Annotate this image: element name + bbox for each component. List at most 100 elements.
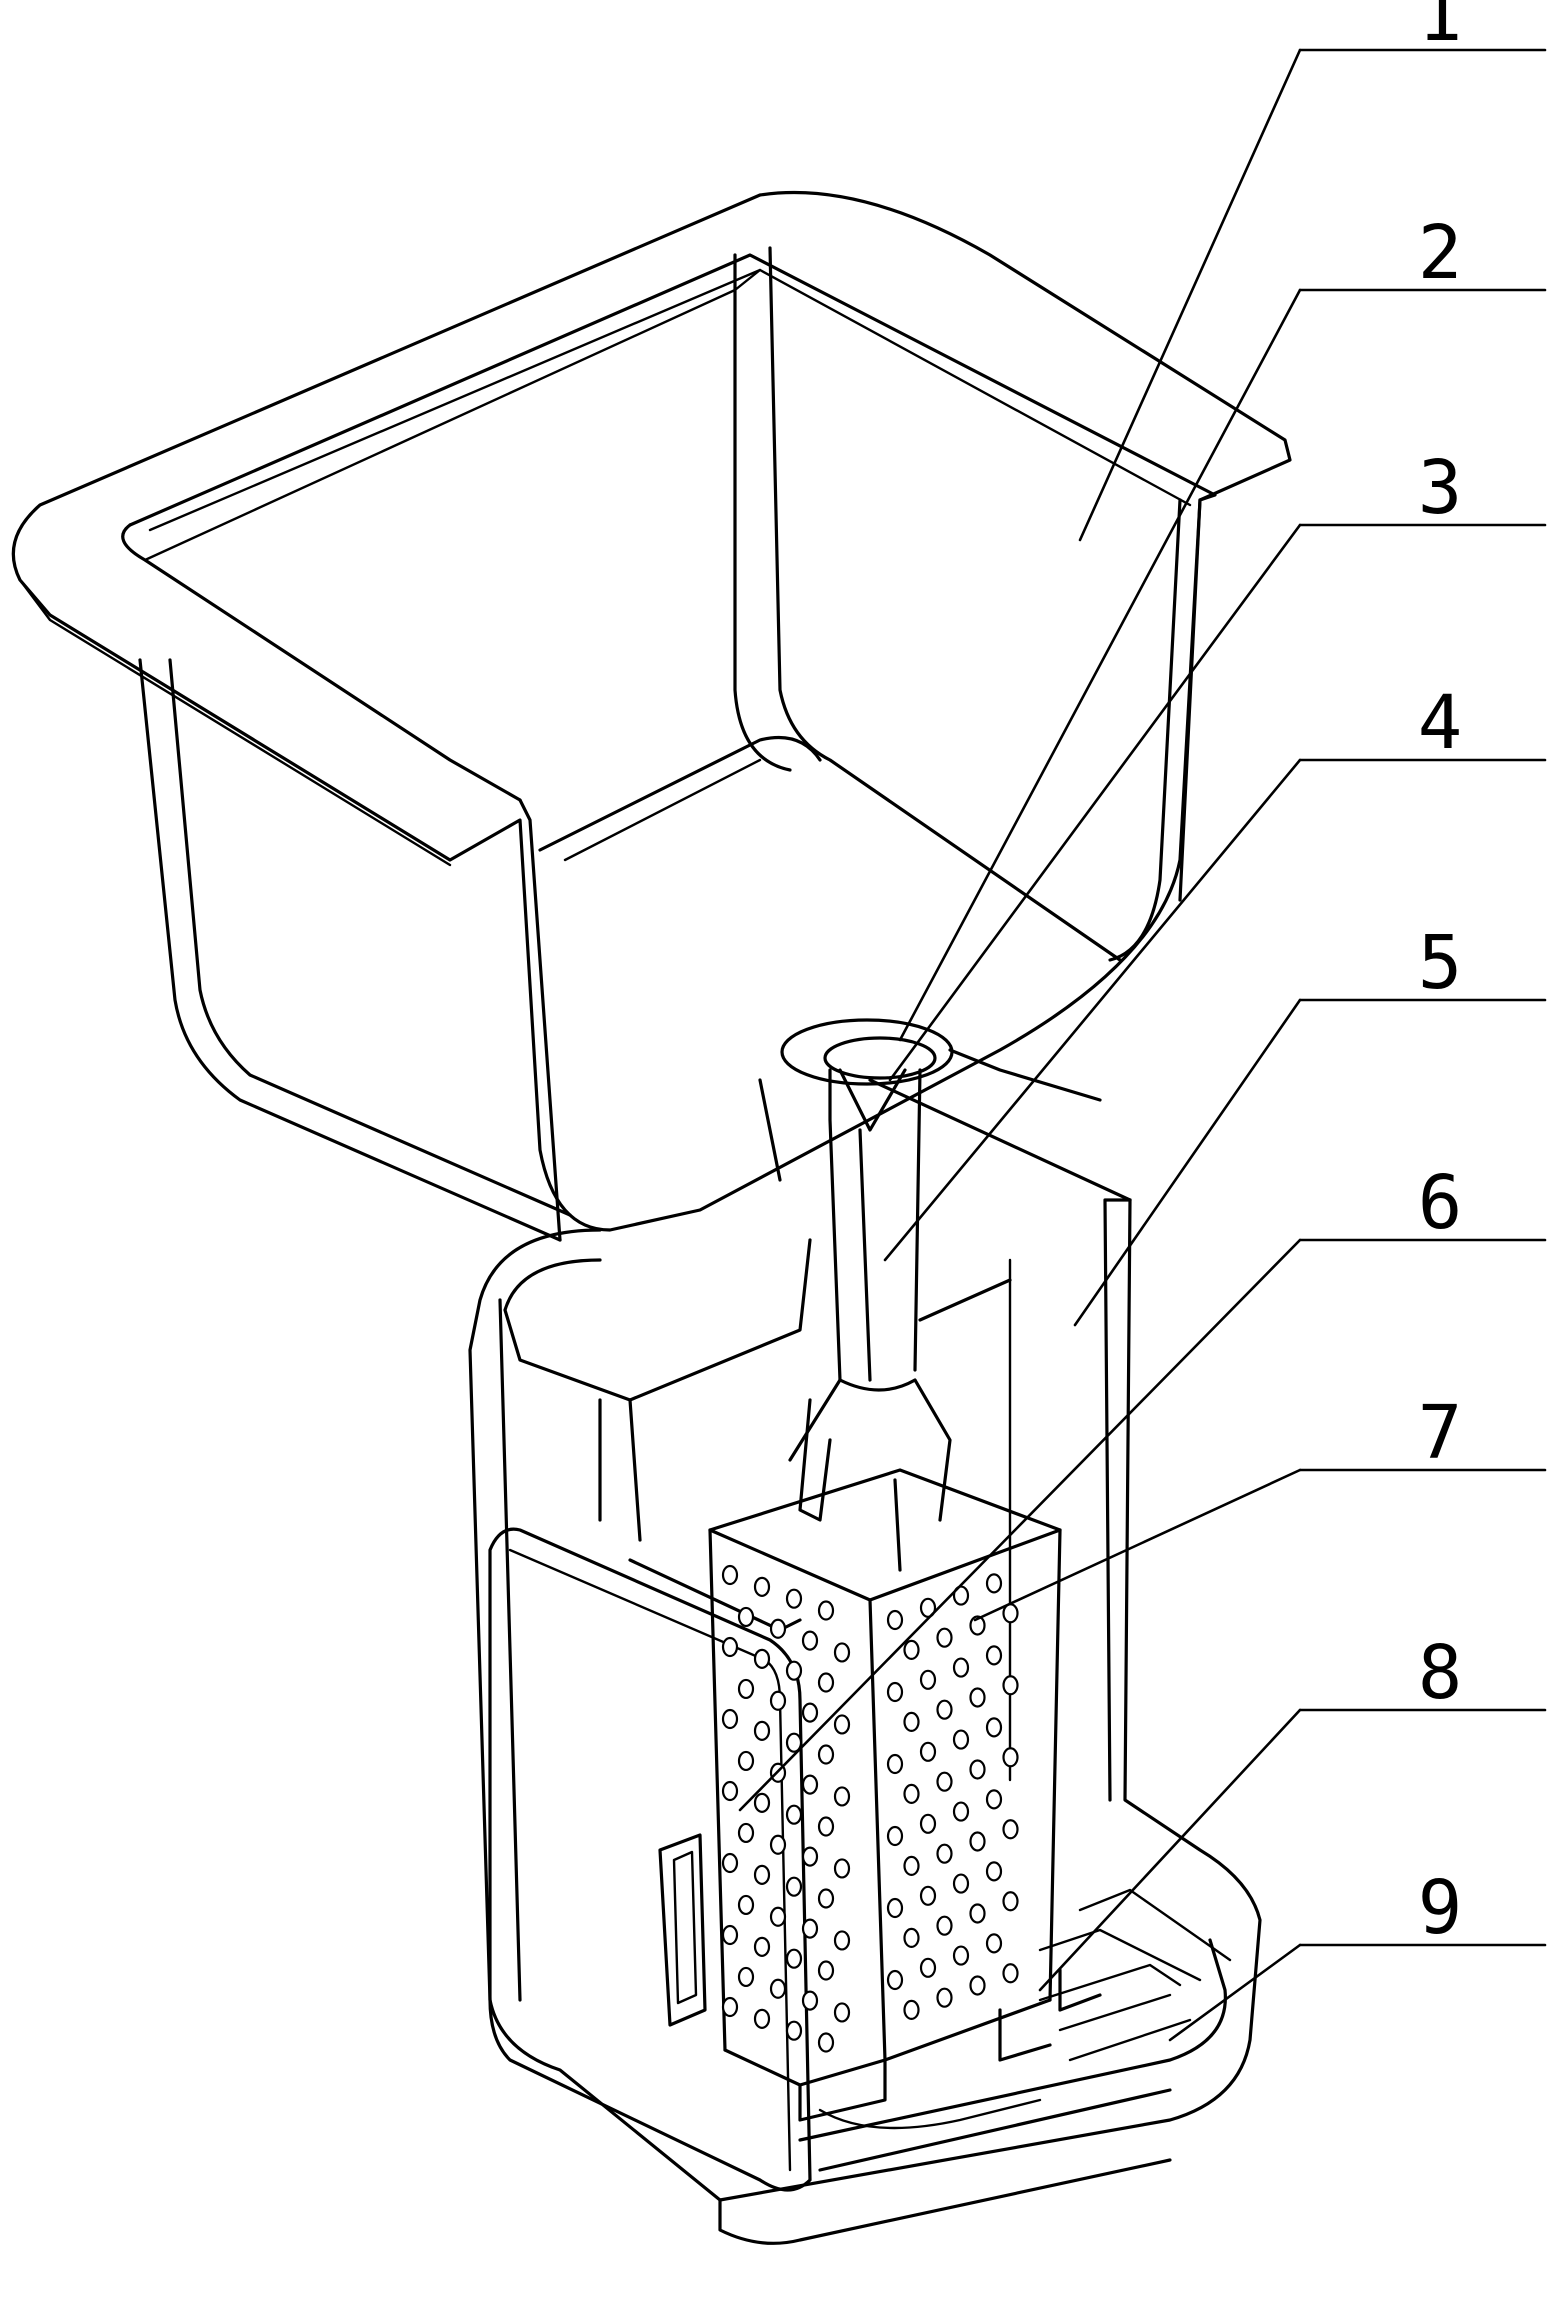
leader-6	[738, 1238, 1302, 1812]
part-label-1: 1	[1418, 0, 1463, 58]
basket-hole	[817, 2032, 835, 2053]
basket-hole	[737, 1678, 755, 1700]
basket-hole	[753, 2008, 771, 2029]
basket-hole	[886, 1897, 904, 1919]
leader-9	[1168, 1943, 1302, 2042]
basket-hole	[833, 1714, 851, 1735]
base-tray	[798, 1888, 1232, 2172]
basket-hole	[721, 1564, 739, 1586]
part-label-5: 5	[1418, 920, 1463, 1006]
pipe-flange	[780, 1018, 954, 1086]
basket-hole	[769, 1978, 787, 1999]
basket-hole	[753, 1792, 771, 1813]
basket-hole	[985, 1717, 1003, 1738]
leader-3	[888, 523, 1302, 1082]
basket-hole	[753, 1864, 771, 1885]
leader-lines	[738, 48, 1547, 2042]
basket-hole	[833, 1786, 851, 1807]
basket-hole	[886, 1681, 904, 1703]
basket-hole	[753, 1720, 771, 1741]
basket-hole	[737, 1966, 755, 1988]
basket-hole	[952, 1873, 970, 1894]
basket-hole	[721, 1708, 739, 1730]
basket-hole	[903, 1639, 920, 1660]
basket-holes-left	[721, 1564, 851, 2053]
part-label-3: 3	[1418, 445, 1463, 531]
basket-hole	[785, 1948, 803, 1969]
leader-5	[1073, 998, 1302, 1327]
part-labels: 1 2 3 4 5 6 7 8 9	[1418, 0, 1463, 1951]
basket-hole	[985, 1645, 1003, 1666]
basket-hole	[952, 1801, 970, 1822]
basket-hole	[952, 1657, 970, 1678]
basket-hole	[936, 1771, 953, 1792]
leader-4	[883, 758, 1302, 1262]
basket-hole	[919, 1741, 937, 1762]
basket-hole	[817, 1672, 835, 1693]
basket-hole	[886, 1969, 904, 1991]
basket-hole	[936, 1987, 953, 2008]
leader-1	[1078, 48, 1302, 542]
basket-hole	[903, 1999, 920, 2020]
part-label-8: 8	[1418, 1630, 1463, 1716]
basket-hole	[833, 1930, 851, 1951]
basket-hole	[952, 1729, 970, 1750]
lower-housing	[468, 1048, 1262, 2245]
basket-hole	[833, 2002, 851, 2023]
basket-hole	[801, 1702, 819, 1723]
door-handle	[658, 1833, 707, 2027]
basket-hole	[886, 1753, 904, 1775]
basket-hole	[919, 1813, 937, 1834]
basket-hole	[801, 1846, 819, 1867]
basket-hole	[801, 1918, 819, 1939]
basket-hole	[721, 1780, 739, 1802]
basket-hole	[969, 1903, 986, 1924]
basket-hole	[785, 1660, 803, 1681]
basket-hole	[785, 1588, 803, 1609]
basket-hole	[886, 1825, 904, 1847]
basket-hole	[753, 1936, 771, 1957]
basket-hole	[753, 1648, 771, 1669]
basket-hole	[817, 1816, 835, 1837]
part-label-6: 6	[1418, 1160, 1463, 1246]
basket-hole	[817, 1744, 835, 1765]
basket-hole	[985, 1789, 1003, 1810]
basket-hole	[785, 2020, 803, 2041]
basket-hole	[753, 1576, 771, 1597]
basket-hole	[1002, 1819, 1019, 1840]
basket-hole	[969, 1687, 986, 1708]
basket-hole	[801, 1630, 819, 1651]
basket-hole	[737, 1822, 755, 1844]
basket-hole	[886, 1609, 904, 1631]
basket-hole	[737, 1750, 755, 1772]
cone-tip	[838, 1068, 907, 1132]
basket-hole	[985, 1861, 1003, 1882]
basket-hole	[737, 1606, 755, 1628]
basket-hole	[833, 1642, 851, 1663]
basket-hole	[785, 1804, 803, 1825]
basket-hole	[817, 1888, 835, 1909]
basket-hole	[1002, 1675, 1019, 1696]
basket-hole	[833, 1858, 851, 1879]
part-label-2: 2	[1418, 210, 1463, 296]
basket-hole	[769, 1906, 787, 1927]
basket-hole	[721, 1636, 739, 1658]
part-label-4: 4	[1418, 680, 1463, 766]
basket-hole	[969, 1615, 986, 1636]
basket-holes-right	[886, 1573, 1019, 2020]
basket-hole	[721, 1852, 739, 1874]
leader-2	[898, 288, 1302, 1042]
basket-hole	[903, 1711, 920, 1732]
basket-hole	[1002, 1891, 1019, 1912]
basket-hole	[721, 1996, 739, 2018]
basket-hole	[801, 1774, 819, 1795]
basket-hole	[769, 1690, 787, 1711]
basket-hole	[903, 1927, 920, 1948]
basket-hole	[936, 1627, 953, 1648]
perforated-basket	[708, 1468, 1062, 2122]
basket-hole	[785, 1876, 803, 1897]
front-door	[488, 1527, 812, 2192]
basket-hole	[903, 1855, 920, 1876]
